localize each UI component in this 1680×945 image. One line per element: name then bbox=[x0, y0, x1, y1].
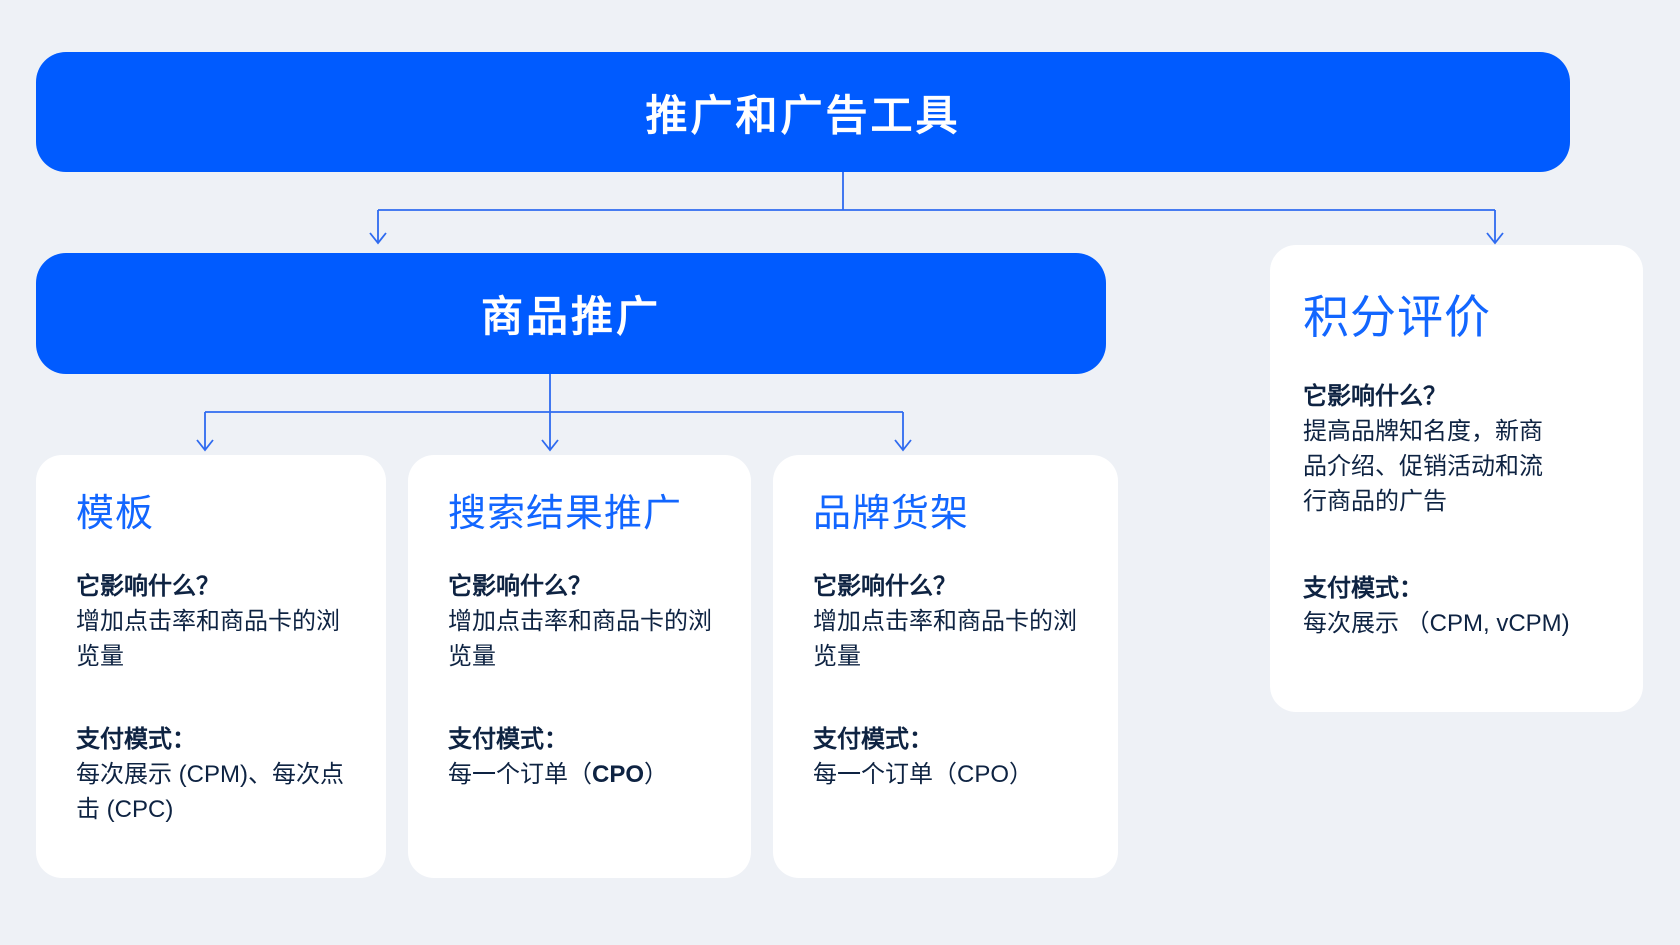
payment-body: 每次展示 (CPM)、每次点 击 (CPC) bbox=[76, 760, 344, 823]
payment-block: 支付模式： 每次展示 （CPM, vCPM) bbox=[1303, 571, 1610, 641]
card-search-results-promo-title: 搜索结果推广 bbox=[448, 493, 683, 535]
impact-heading: 它影响什么？ bbox=[1303, 382, 1447, 410]
payment-block: 支付模式： 每一个订单（CPO） bbox=[448, 722, 715, 792]
impact-heading: 它影响什么？ bbox=[448, 572, 592, 600]
payment-block: 支付模式： 每次展示 (CPM)、每次点 击 (CPC) bbox=[76, 722, 350, 827]
payment-body: 每一个订单（CPO） bbox=[448, 760, 669, 788]
card-template: 模板 它影响什么？ 增加点击率和商品卡的浏 览量 支付模式： 每次展示 (CPM… bbox=[36, 455, 386, 878]
impact-body: 增加点击率和商品卡的浏 览量 bbox=[813, 607, 1077, 670]
node-promo-tools-title: 推广和广告工具 bbox=[645, 91, 961, 139]
impact-body: 增加点击率和商品卡的浏 览量 bbox=[448, 607, 712, 670]
impact-heading: 它影响什么？ bbox=[813, 572, 957, 600]
card-search-results-promo: 搜索结果推广 它影响什么？ 增加点击率和商品卡的浏 览量 支付模式： 每一个订单… bbox=[408, 455, 751, 878]
payment-heading: 支付模式： bbox=[76, 725, 196, 753]
card-template-title: 模板 bbox=[76, 493, 155, 535]
payment-body: 每一个订单（CPO） bbox=[813, 760, 1034, 788]
impact-block: 它影响什么？ 提高品牌知名度，新商 品介绍、促销活动和流 行商品的广告 bbox=[1303, 379, 1610, 519]
node-promo-tools: 推广和广告工具 bbox=[36, 52, 1570, 172]
payment-block: 支付模式： 每一个订单（CPO） bbox=[813, 722, 1082, 792]
payment-body: 每次展示 （CPM, vCPM) bbox=[1303, 609, 1570, 637]
impact-block: 它影响什么？ 增加点击率和商品卡的浏 览量 bbox=[813, 569, 1082, 674]
card-points-review: 积分评价 它影响什么？ 提高品牌知名度，新商 品介绍、促销活动和流 行商品的广告… bbox=[1270, 245, 1643, 712]
impact-block: 它影响什么？ 增加点击率和商品卡的浏 览量 bbox=[448, 569, 715, 674]
payment-heading: 支付模式： bbox=[1303, 574, 1423, 602]
impact-heading: 它影响什么？ bbox=[76, 572, 220, 600]
payment-heading: 支付模式： bbox=[448, 725, 568, 753]
impact-body: 增加点击率和商品卡的浏 览量 bbox=[76, 607, 340, 670]
impact-body: 提高品牌知名度，新商 品介绍、促销活动和流 行商品的广告 bbox=[1303, 417, 1543, 515]
payment-heading: 支付模式： bbox=[813, 725, 933, 753]
card-points-review-title: 积分评价 bbox=[1303, 291, 1491, 343]
card-brand-shelf: 品牌货架 它影响什么？ 增加点击率和商品卡的浏 览量 支付模式： 每一个订单（C… bbox=[773, 455, 1118, 878]
impact-block: 它影响什么？ 增加点击率和商品卡的浏 览量 bbox=[76, 569, 350, 674]
card-brand-shelf-title: 品牌货架 bbox=[813, 493, 970, 535]
node-product-promotion-title: 商品推广 bbox=[480, 293, 661, 340]
node-product-promotion: 商品推广 bbox=[36, 253, 1106, 374]
